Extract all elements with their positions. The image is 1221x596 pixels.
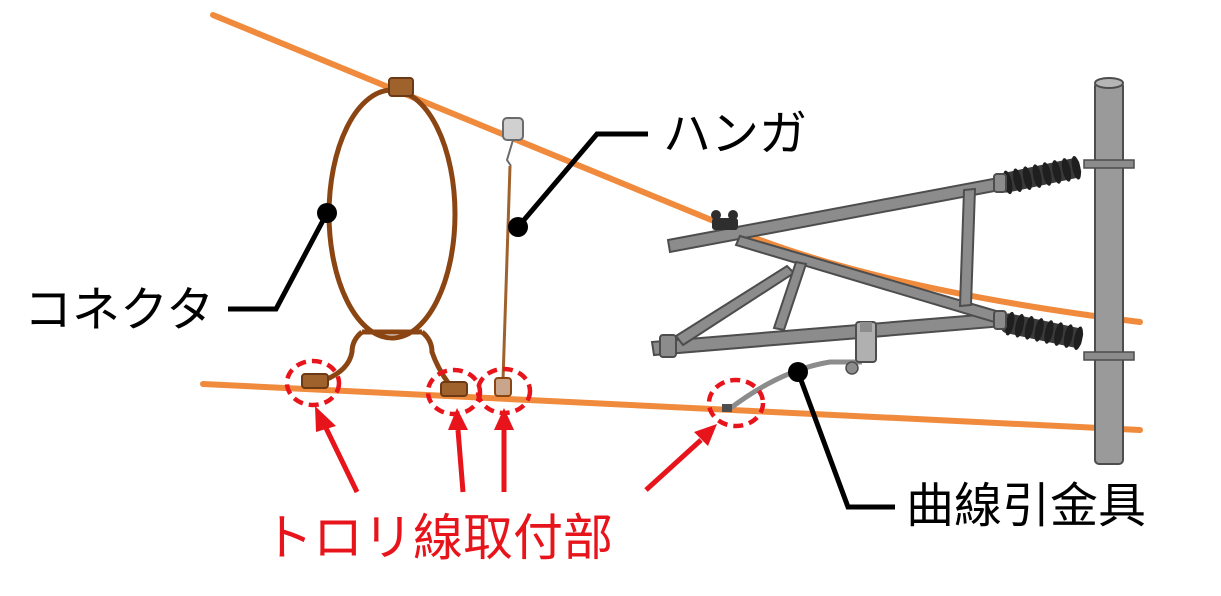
messenger-support-clamp [711,210,738,230]
leader-hanger [508,131,648,237]
connector-label: コネクタ [24,282,215,338]
highlight-connector-left [284,358,342,408]
lower-insulator [1001,311,1084,350]
highlight-curve-pull [706,377,766,429]
attachment-arrows [315,406,717,494]
cantilever-frame [650,173,1007,358]
hanger-label: ハンガ [663,106,808,162]
pole [1083,77,1135,465]
curve-pull-fitting-label: 曲線引金具 [906,478,1147,534]
trolley-wire [200,381,1143,433]
connector-top-clamp [388,77,414,97]
upper-insulator [999,156,1082,195]
connector [323,87,458,390]
hanger [494,117,524,397]
connector-right-clamp [440,381,468,397]
leader-connector [228,203,337,312]
trolley-attachment-label: トロリ線取付部 [263,509,613,567]
connector-left-clamp [301,373,329,389]
messenger-wire [210,12,1143,325]
leader-curve-pull-fitting [788,362,895,510]
curve-pull-fitting [722,321,877,412]
